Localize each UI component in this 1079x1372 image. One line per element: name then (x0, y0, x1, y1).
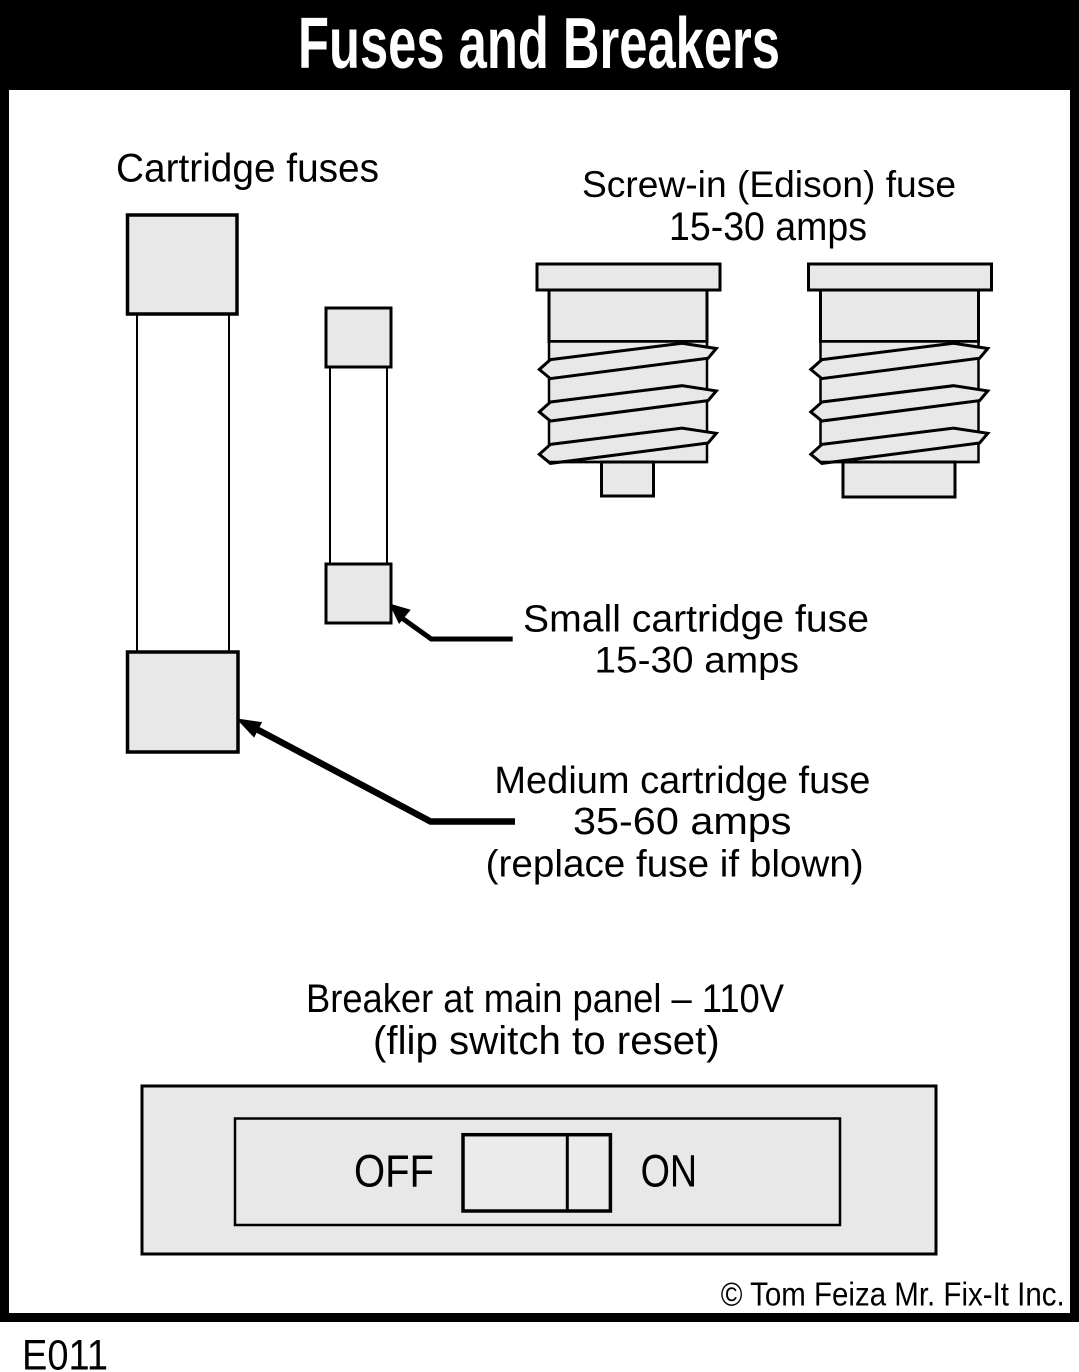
svg-text:Cartridge fuses: Cartridge fuses (116, 147, 379, 191)
svg-text:OFF: OFF (354, 1145, 434, 1196)
svg-text:35-60 amps: 35-60 amps (573, 801, 792, 843)
svg-text:Breaker at main panel – 110V: Breaker at main panel – 110V (306, 977, 784, 1021)
svg-text:Fuses and Breakers: Fuses and Breakers (298, 4, 780, 84)
svg-text:15-30 amps: 15-30 amps (669, 205, 867, 249)
svg-text:15-30 amps: 15-30 amps (595, 639, 800, 680)
svg-text:E011: E011 (22, 1331, 108, 1372)
svg-text:(flip switch to reset): (flip switch to reset) (373, 1019, 720, 1063)
svg-text:Medium cartridge fuse: Medium cartridge fuse (494, 760, 870, 802)
svg-text:© Tom Feiza Mr. Fix-It Inc.: © Tom Feiza Mr. Fix-It Inc. (721, 1276, 1065, 1313)
svg-text:Screw-in (Edison) fuse: Screw-in (Edison) fuse (582, 164, 956, 205)
svg-text:(replace fuse if blown): (replace fuse if blown) (486, 844, 864, 886)
svg-text:ON: ON (641, 1145, 698, 1196)
svg-text:Small cartridge fuse: Small cartridge fuse (523, 598, 869, 640)
